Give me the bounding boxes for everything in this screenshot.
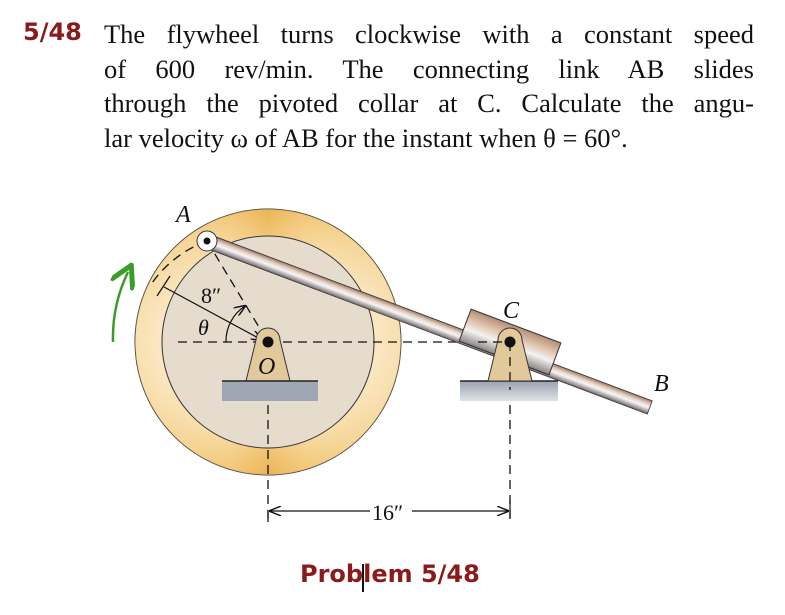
rotation-arrow-icon bbox=[113, 272, 128, 343]
figure-caption: Problem 5/48 bbox=[300, 560, 480, 588]
center-lines bbox=[151, 240, 511, 520]
radius-label: 8″ bbox=[201, 283, 221, 308]
support-o bbox=[222, 327, 318, 401]
statement-line-4: lar velocity ω of AB for the instant whe… bbox=[104, 122, 628, 153]
support-c bbox=[460, 380, 558, 401]
problem-number: 5/48 bbox=[23, 18, 82, 46]
collar-pivot bbox=[478, 327, 533, 390]
theta-label: θ bbox=[198, 315, 209, 340]
text-cursor bbox=[362, 564, 364, 592]
point-c-label: C bbox=[503, 298, 520, 324]
distance-dimension bbox=[267, 500, 511, 522]
problem-statement: The flywheel turns clockwise with a cons… bbox=[104, 17, 754, 155]
theta-arc bbox=[225, 306, 245, 343]
statement-line-2: of 600 rev/min. The connecting link AB s… bbox=[104, 53, 754, 84]
radius-dimension bbox=[156, 275, 262, 340]
point-o-label: O bbox=[258, 354, 275, 380]
statement-line-3: through the pivoted collar at C. Calcula… bbox=[104, 88, 754, 118]
distance-label: 16″ bbox=[372, 500, 403, 525]
point-a-label: A bbox=[174, 202, 191, 228]
pin-a bbox=[196, 230, 218, 252]
point-b-label: B bbox=[654, 371, 669, 397]
statement-line-1: The flywheel turns clockwise with a cons… bbox=[104, 19, 754, 49]
